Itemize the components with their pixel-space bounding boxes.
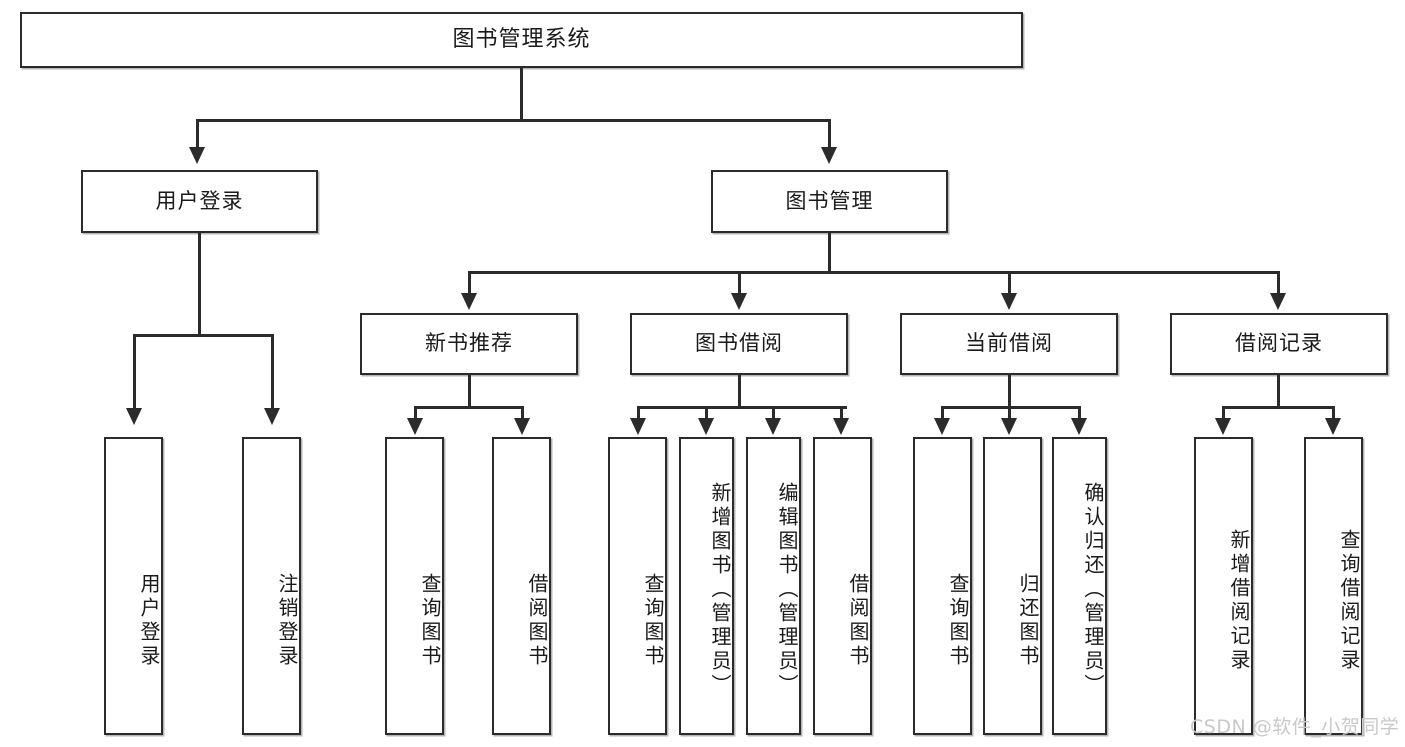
leaf-label: 借阅图书 [846, 573, 870, 669]
leaf-label: 注销登录 [275, 573, 299, 669]
connector-current-borrow-drop-3 [1078, 406, 1081, 420]
arrow-current-borrow-leaf-1 [934, 418, 950, 435]
connector-user-login-stem [198, 233, 201, 336]
node-label: 图书管理系统 [452, 26, 591, 52]
arrow-book-borrow-leaf-1 [630, 418, 646, 435]
leaf-query-borrow-record[interactable]: 查询借阅记录 [1304, 437, 1363, 735]
connector-new-book-recommend-drop-1 [414, 406, 417, 420]
connector-new-book-recommend-stem [468, 375, 471, 408]
leaf-user-login[interactable]: 用户登录 [104, 437, 163, 735]
leaf-add-borrow-record[interactable]: 新增借阅记录 [1194, 437, 1253, 735]
node-book-borrow[interactable]: 图书借阅 [630, 313, 848, 375]
connector-user-login-drop-2 [271, 334, 274, 410]
leaf-edit-book-admin[interactable]: 编辑图书（管理员） [746, 437, 801, 735]
arrow-to-book-borrow [731, 293, 747, 310]
connector-borrow-record-drop-1 [1222, 406, 1225, 420]
connector-level2-bar [196, 119, 830, 122]
connector-current-borrow-stem [1008, 375, 1011, 408]
connector-book-borrow-stem [738, 375, 741, 408]
arrow-user-login-leaf-2 [264, 408, 280, 425]
connector-book-borrow-drop-2 [705, 406, 708, 420]
connector-new-book-recommend-drop-2 [521, 406, 524, 420]
connector-to-new-book-recommend [468, 271, 471, 295]
arrow-to-user-login [189, 147, 205, 164]
arrow-new-book-recommend-leaf-2 [514, 418, 530, 435]
arrow-book-borrow-leaf-4 [833, 418, 849, 435]
node-root-book-management-system[interactable]: 图书管理系统 [20, 12, 1023, 68]
leaf-label: 借阅图书 [525, 573, 549, 669]
connector-book-borrow-bar [637, 406, 847, 409]
leaf-label: 新增图书（管理员） [708, 482, 732, 698]
leaf-label: 归还图书 [1016, 573, 1040, 669]
connector-book-borrow-drop-4 [840, 406, 843, 420]
arrow-user-login-leaf-1 [126, 408, 142, 425]
node-current-borrow[interactable]: 当前借阅 [900, 313, 1118, 375]
leaf-label: 查询图书 [641, 573, 665, 669]
node-label: 图书借阅 [695, 331, 783, 356]
connector-current-borrow-bar [941, 406, 1081, 409]
arrow-current-borrow-leaf-2 [1001, 418, 1017, 435]
node-label: 借阅记录 [1235, 331, 1323, 356]
connector-user-login-drop-1 [133, 334, 136, 410]
leaf-query-book-borrow[interactable]: 查询图书 [608, 437, 667, 735]
node-book-management[interactable]: 图书管理 [711, 170, 948, 233]
node-label: 当前借阅 [965, 331, 1053, 356]
node-label: 新书推荐 [425, 331, 513, 356]
node-new-book-recommend[interactable]: 新书推荐 [360, 313, 578, 375]
connector-to-borrow-record [1277, 271, 1280, 295]
arrow-book-borrow-leaf-3 [765, 418, 781, 435]
connector-root-stem [520, 68, 523, 120]
csdn-watermark: CSDN @软件_小贺同学 [1190, 716, 1400, 738]
connector-borrow-record-stem [1277, 375, 1280, 408]
connector-new-book-recommend-bar [414, 406, 524, 409]
leaf-label: 确认归还（管理员） [1081, 482, 1105, 698]
node-label: 图书管理 [785, 188, 874, 213]
arrow-current-borrow-leaf-3 [1071, 418, 1087, 435]
connector-to-user-login [196, 119, 199, 149]
leaf-add-book-admin[interactable]: 新增图书（管理员） [679, 437, 734, 735]
arrow-book-borrow-leaf-2 [698, 418, 714, 435]
connector-book-borrow-drop-1 [637, 406, 640, 420]
connector-to-book-borrow [738, 271, 741, 295]
connector-to-current-borrow [1008, 271, 1011, 295]
arrow-new-book-recommend-leaf-1 [407, 418, 423, 435]
arrow-to-borrow-record [1270, 293, 1286, 310]
node-user-login[interactable]: 用户登录 [81, 170, 318, 233]
leaf-logout[interactable]: 注销登录 [242, 437, 301, 735]
node-borrow-record[interactable]: 借阅记录 [1170, 313, 1388, 375]
leaf-label: 查询借阅记录 [1337, 529, 1361, 673]
leaf-borrow-book[interactable]: 借阅图书 [813, 437, 872, 735]
connector-user-login-bar [133, 334, 273, 337]
connector-borrow-record-bar [1222, 406, 1335, 409]
leaf-borrow-book-recommend[interactable]: 借阅图书 [492, 437, 551, 735]
arrow-to-book-management [821, 147, 837, 164]
connector-book-borrow-drop-3 [772, 406, 775, 420]
leaf-label: 编辑图书（管理员） [775, 482, 799, 698]
leaf-label: 查询图书 [418, 573, 442, 669]
arrow-borrow-record-leaf-1 [1215, 418, 1231, 435]
arrow-to-current-borrow [1001, 293, 1017, 310]
connector-level3-bar [468, 271, 1280, 274]
leaf-label: 新增借阅记录 [1227, 529, 1251, 673]
node-label: 用户登录 [155, 188, 244, 213]
arrow-borrow-record-leaf-2 [1325, 418, 1341, 435]
arrow-to-new-book-recommend [461, 293, 477, 310]
leaf-return-book[interactable]: 归还图书 [983, 437, 1042, 735]
leaf-query-book-recommend[interactable]: 查询图书 [385, 437, 444, 735]
leaf-query-book-current[interactable]: 查询图书 [913, 437, 972, 735]
leaf-label: 查询图书 [946, 573, 970, 669]
connector-to-book-management [828, 119, 831, 149]
leaf-confirm-return-admin[interactable]: 确认归还（管理员） [1052, 437, 1107, 735]
connector-current-borrow-drop-1 [941, 406, 944, 420]
connector-current-borrow-drop-2 [1008, 406, 1011, 420]
connector-borrow-record-drop-2 [1332, 406, 1335, 420]
connector-book-management-stem [828, 233, 831, 273]
leaf-label: 用户登录 [137, 573, 161, 669]
